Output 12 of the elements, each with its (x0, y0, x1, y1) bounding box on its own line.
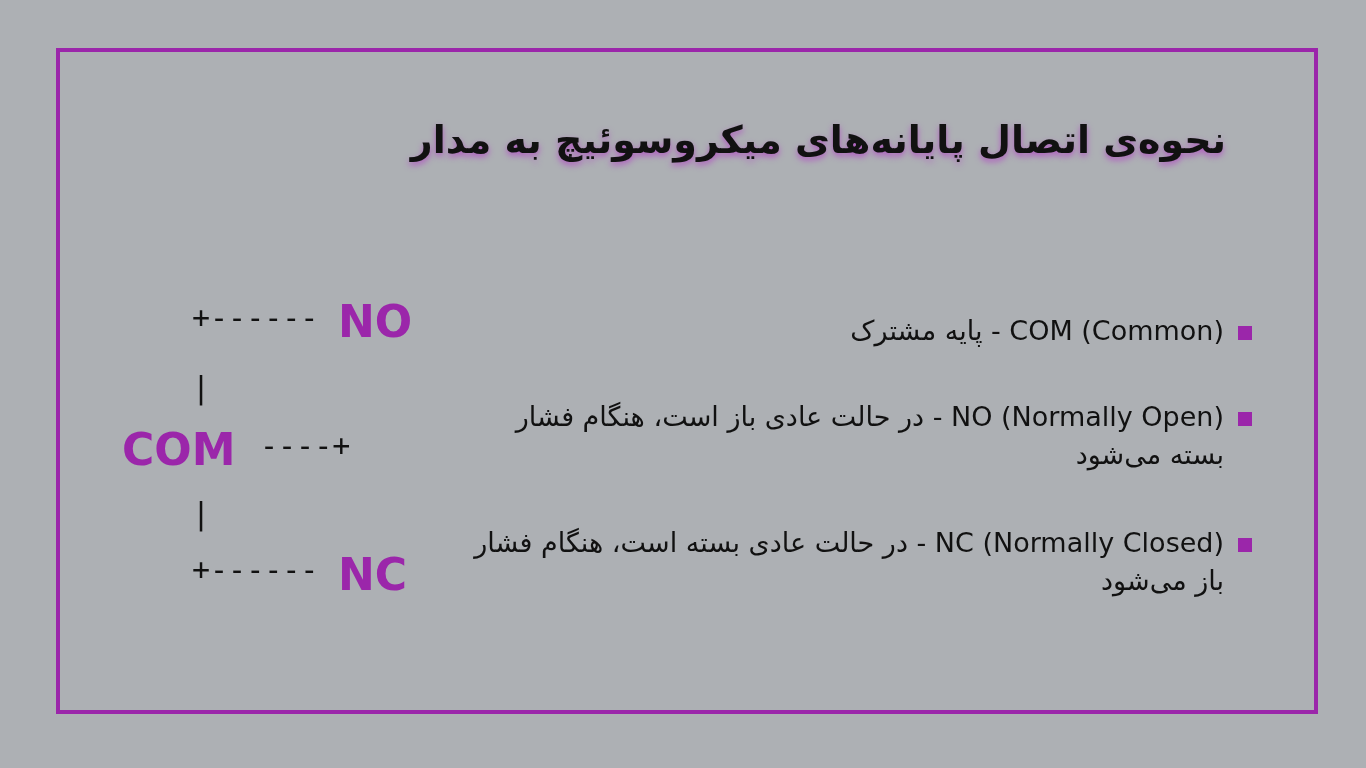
terminal-label: NC (338, 549, 408, 600)
ascii-line: | (192, 496, 211, 531)
ascii-line: +------ (192, 300, 319, 335)
bullet-text: NC (Normally Closed) - در حالت عادی بسته است، هنگام فشار باز می‌شود (472, 526, 1224, 599)
terminal-label: NO (338, 296, 413, 347)
ascii-line: +------ (192, 552, 319, 587)
bullet-text: COM (Common) - پایه مشترک (849, 314, 1224, 349)
terminal-label: COM (122, 424, 236, 475)
title: نحوه‌ی اتصال پایانه‌های میکروسوئیچ به مدار (410, 118, 1226, 162)
bullet-text: NO (Normally Open) - در حالت عادی باز است، هنگام فشار بسته می‌شود (513, 400, 1224, 473)
ascii-line: ----+ (260, 428, 351, 463)
ascii-line: | (192, 370, 211, 405)
